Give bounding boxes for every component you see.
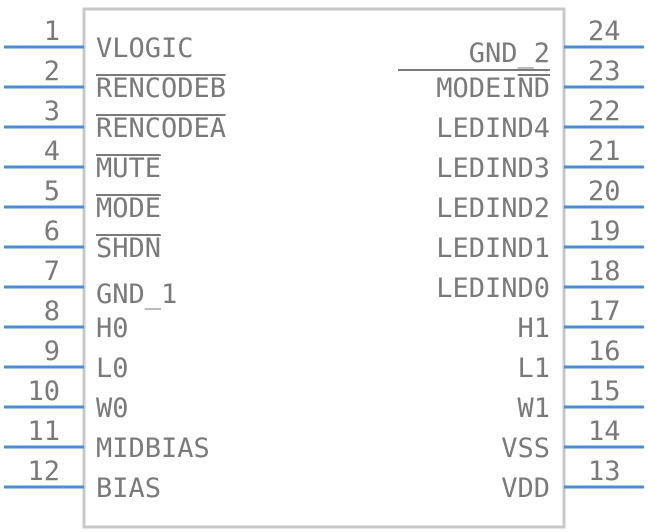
pin-11-number: 11 <box>27 416 60 447</box>
pin-11-label: MIDBIAS <box>96 433 210 464</box>
pin-7-label: GND_1 <box>96 279 177 310</box>
pin-10-number: 10 <box>27 376 60 407</box>
pin-19-number: 19 <box>588 216 621 247</box>
pin-9: 9L0 <box>4 336 129 384</box>
pin-4-number: 4 <box>44 136 60 167</box>
pin-3-number: 3 <box>44 96 60 127</box>
pin-2-number: 2 <box>44 56 60 87</box>
pin-24-number: 24 <box>588 16 621 47</box>
pin-21-number: 21 <box>588 136 621 167</box>
pin-20-number: 20 <box>588 176 621 207</box>
pin-6-label: SHDN <box>96 233 161 264</box>
pin-22-number: 22 <box>588 96 621 127</box>
pin-12-label: BIAS <box>96 473 161 504</box>
pin-21-label: LEDIND3 <box>436 153 550 184</box>
pin-15-number: 15 <box>588 376 621 407</box>
pin-18-number: 18 <box>588 256 621 287</box>
pin-13-number: 13 <box>588 456 621 487</box>
pin-22-label: LEDIND4 <box>436 113 550 144</box>
pin-18-label: LEDIND0 <box>436 273 550 304</box>
pin-23-label: MODEIND <box>436 73 550 104</box>
pin-7-number: 7 <box>44 256 60 287</box>
pin-5-label: MODE <box>96 193 161 224</box>
right-pin-group: 24GND_223MODEIND22LEDIND421LEDIND320LEDI… <box>398 16 644 504</box>
pin-1-label: VLOGIC <box>96 33 194 64</box>
ic-body <box>82 7 566 529</box>
pin-15-label: W1 <box>517 393 550 424</box>
pin-2-label: RENCODEB <box>96 73 226 104</box>
pin-24-label: GND_2 <box>469 38 550 69</box>
pin-16-number: 16 <box>588 336 621 367</box>
pin-12-number: 12 <box>27 456 60 487</box>
pin-19-label: LEDIND1 <box>436 233 550 264</box>
pin-4-label: MUTE <box>96 153 161 184</box>
pin-23-number: 23 <box>588 56 621 87</box>
pin-16-label: L1 <box>517 353 550 384</box>
pin-5-number: 5 <box>44 176 60 207</box>
pin-10-label: W0 <box>96 393 129 424</box>
pin-8: 8H0 <box>4 296 129 344</box>
pin-9-label: L0 <box>96 353 129 384</box>
pin-1-number: 1 <box>44 16 60 47</box>
pin-14-label: VSS <box>501 433 550 464</box>
pin-8-label: H0 <box>96 313 129 344</box>
pin-14-number: 14 <box>588 416 621 447</box>
pin-9-number: 9 <box>44 336 60 367</box>
pin-13-label: VDD <box>501 473 550 504</box>
left-pin-group: 1VLOGIC2RENCODEB3RENCODEA4MUTE5MODE6SHDN… <box>4 16 226 504</box>
pin-6-number: 6 <box>44 216 60 247</box>
pin-20-label: LEDIND2 <box>436 193 550 224</box>
pin-8-number: 8 <box>44 296 60 327</box>
pin-17-label: H1 <box>517 313 550 344</box>
pin-3-label: RENCODEA <box>96 113 226 144</box>
pin-17-number: 17 <box>588 296 621 327</box>
